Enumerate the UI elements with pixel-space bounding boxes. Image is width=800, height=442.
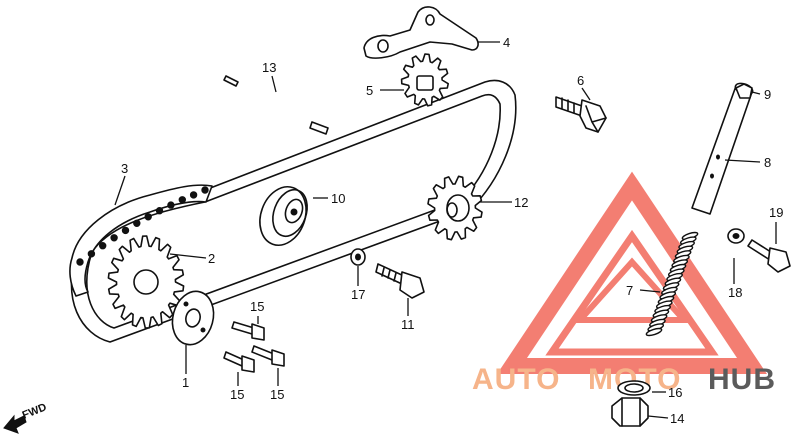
callout-2: 2 bbox=[208, 251, 215, 266]
callout-numbers: 4 5 6 9 8 13 3 10 12 2 7 18 19 17 11 1 1… bbox=[121, 35, 783, 426]
bolt-6 bbox=[555, 96, 607, 133]
chain-roller bbox=[189, 191, 198, 199]
chain-roller bbox=[99, 242, 107, 250]
fwd-indicator: FWD bbox=[3, 401, 49, 434]
callout-18: 18 bbox=[728, 285, 742, 300]
bolt-15-a bbox=[231, 321, 265, 341]
callout-14: 14 bbox=[670, 411, 684, 426]
callout-19: 19 bbox=[769, 205, 783, 220]
cam-sprocket bbox=[107, 235, 185, 329]
bolt-11 bbox=[375, 263, 425, 299]
guide-sprocket bbox=[427, 175, 483, 241]
callout-5: 5 bbox=[366, 83, 373, 98]
fwd-label: FWD bbox=[21, 401, 49, 422]
callout-7: 7 bbox=[626, 283, 633, 298]
leader-lines bbox=[114, 41, 777, 419]
callout-15c: 15 bbox=[270, 387, 284, 402]
spring bbox=[645, 231, 699, 337]
callout-9: 9 bbox=[764, 87, 771, 102]
top-sprocket bbox=[400, 53, 449, 107]
fwd-arrow-icon bbox=[3, 414, 27, 434]
pivot-shaft bbox=[691, 82, 754, 215]
bolt-15-c bbox=[223, 351, 255, 373]
callout-17: 17 bbox=[351, 287, 365, 302]
chain-roller bbox=[155, 207, 164, 215]
callout-13: 13 bbox=[262, 60, 276, 75]
cam-chain bbox=[69, 79, 517, 343]
pin bbox=[223, 75, 329, 135]
callout-12: 12 bbox=[514, 195, 528, 210]
spring-coil bbox=[645, 327, 663, 337]
chain-roller bbox=[201, 186, 209, 194]
chain-roller bbox=[76, 258, 84, 266]
chain-roller bbox=[87, 250, 96, 258]
callout-1: 1 bbox=[182, 375, 189, 390]
chain-roller bbox=[178, 196, 187, 204]
washer-18 bbox=[727, 228, 745, 244]
bracket bbox=[363, 6, 479, 59]
callout-10: 10 bbox=[331, 191, 345, 206]
chain-roller bbox=[167, 201, 175, 209]
callout-15b: 15 bbox=[230, 387, 244, 402]
bolt-15-b bbox=[251, 345, 285, 367]
watermark-text: AUTO MOTO HUB bbox=[472, 363, 776, 396]
gasket-16 bbox=[617, 380, 651, 396]
washer-17 bbox=[350, 248, 366, 266]
chain-roller bbox=[121, 226, 130, 235]
callout-6: 6 bbox=[577, 73, 584, 88]
chain-roller bbox=[144, 213, 152, 221]
chain-roller bbox=[133, 219, 141, 228]
watermark-logo bbox=[497, 171, 767, 374]
callout-11: 11 bbox=[401, 317, 415, 332]
tensioner-roller bbox=[259, 186, 308, 246]
watermark-part1: AUTO bbox=[472, 363, 560, 396]
sprocket-plate bbox=[171, 290, 215, 346]
callout-8: 8 bbox=[764, 155, 771, 170]
callout-3: 3 bbox=[121, 161, 128, 176]
plug-bolt-14 bbox=[611, 397, 649, 427]
cap-9 bbox=[735, 83, 753, 99]
bolt-19 bbox=[747, 239, 791, 273]
callout-4: 4 bbox=[503, 35, 510, 50]
watermark-part3: HUB bbox=[708, 363, 776, 396]
chain-roller bbox=[110, 234, 118, 242]
callout-16: 16 bbox=[668, 385, 682, 400]
callout-15a: 15 bbox=[250, 299, 264, 314]
